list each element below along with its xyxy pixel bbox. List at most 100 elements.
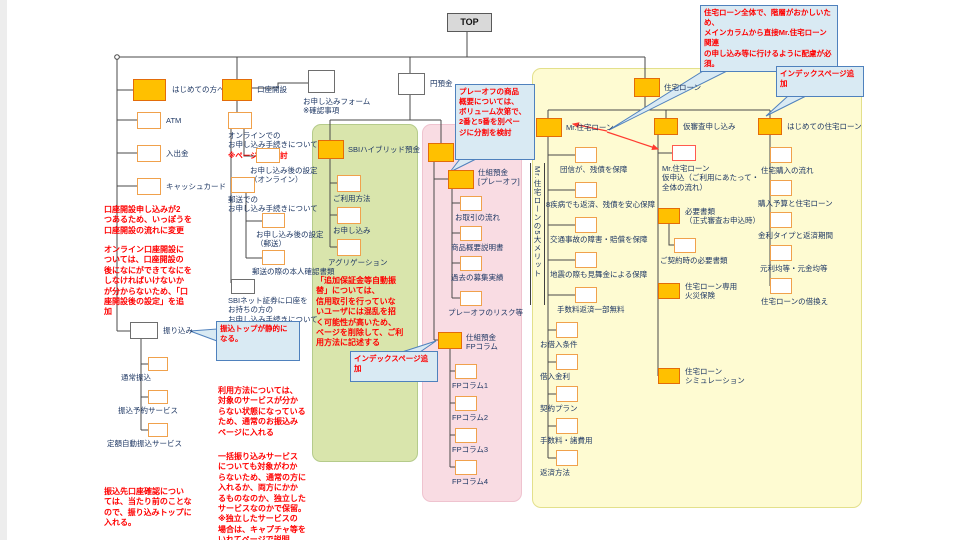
- node-kako-boshu[interactable]: [460, 256, 482, 271]
- node-ganri-kinto[interactable]: [770, 245, 792, 261]
- node-hajimete-jutaku-loan[interactable]: [758, 118, 782, 135]
- node-playoff-risk[interactable]: [460, 291, 482, 306]
- node-fp-column-2[interactable]: [455, 396, 477, 411]
- node-label-sbi-shoken: SBIネット証券に口座を お持ちの方の お申し込み手続きについて: [228, 296, 318, 324]
- note-furikomisaki-kakunin: 振込先口座確認につい ては、当たり前のことな ので、振り込みトップに 入れる。: [104, 487, 192, 528]
- callout-index-add-pink[interactable]: インデックスページ追 加: [350, 351, 438, 382]
- note-kouza-2flows: 口座開設申し込みが2 つあるため、いっぽうを 口座開設の流れに変更: [104, 205, 192, 235]
- node-label-mr-jutaku-loan: Mr.住宅ローン: [566, 123, 614, 132]
- note-riyou-houhou: 利用方法については、 対象のサービスが分か らない状態になっている ため、通常の…: [218, 386, 306, 437]
- node-label-shohin-gaiyou: 商品概要説明書: [451, 243, 504, 252]
- node-label-kari-shinsa: 仮審査申し込み: [683, 122, 736, 131]
- node-shikumi-playoff[interactable]: [448, 170, 474, 189]
- node-label-jutaku-loan: 住宅ローン: [664, 83, 702, 92]
- node-settei-yuso[interactable]: [262, 213, 285, 228]
- callout-furikomi-top[interactable]: 振込トップが静的に なる。: [216, 321, 300, 361]
- node-yen-yokin[interactable]: [398, 73, 425, 95]
- node-mr-kari-moushikomi[interactable]: [672, 145, 696, 161]
- node-danshin-hosho[interactable]: [575, 147, 597, 163]
- node-jutaku-konyu-nagare[interactable]: [770, 147, 792, 163]
- node-yuso-tetsuzuki[interactable]: [231, 177, 255, 193]
- node-shippei-hosho[interactable]: [575, 182, 597, 198]
- node-tsujo-furikomi[interactable]: [148, 357, 168, 371]
- node-label-honnin-kakunin: 郵送の際の本人確認書類: [252, 267, 335, 276]
- node-label-cash-card: キャッシュカード: [166, 182, 226, 191]
- node-tesuryo-shohiyo[interactable]: [556, 418, 578, 434]
- node-label-ganri-kinto: 元利均等・元金均等: [760, 264, 828, 273]
- node-otorihiki-nagare[interactable]: [460, 196, 482, 211]
- node-kinri-type[interactable]: [770, 212, 792, 228]
- node-shohin-gaiyou[interactable]: [460, 226, 482, 241]
- node-label-danshin-hosho: 団信が、残債を保障: [560, 165, 628, 174]
- node-tesuryo-muryo[interactable]: [575, 287, 597, 303]
- node-label-jiko-hosho: 交通事故の障害・賠償を保障: [550, 235, 648, 244]
- node-label-hensai-houhou: 返済方法: [540, 468, 570, 477]
- node-fp-column-4[interactable]: [455, 460, 477, 475]
- node-online-tetsuzuki[interactable]: [228, 112, 252, 129]
- node-keiyaku-shorui[interactable]: [674, 238, 696, 253]
- node-label-playoff-risk: プレーオフのリスク等: [448, 308, 523, 317]
- node-furikomi-yoyaku[interactable]: [148, 390, 168, 404]
- node-jishin-hosho[interactable]: [575, 252, 597, 268]
- node-label-konyu-yosan: 購入予算と住宅ローン: [758, 199, 833, 208]
- node-moushikomi-form[interactable]: [308, 70, 335, 93]
- node-label-yen-yokin: 円預金: [430, 79, 453, 88]
- node-furikomi[interactable]: [130, 322, 158, 339]
- node-hitsuyo-shorui[interactable]: [658, 208, 680, 224]
- node-mr-jutaku-loan[interactable]: [536, 118, 562, 137]
- node-keiyaku-plan[interactable]: [556, 386, 578, 402]
- node-label-teigaku-jido-furikomi: 定額自動振込サービス: [107, 439, 182, 448]
- node-fp-column-1[interactable]: [455, 364, 477, 379]
- node-konyu-yosan[interactable]: [770, 180, 792, 196]
- node-kouza-kaisetsu[interactable]: [222, 79, 252, 101]
- node-kariire-kinri[interactable]: [556, 354, 578, 370]
- node-label-hitsuyo-shorui: 必要書類 （正式審査お申込時）: [685, 207, 760, 226]
- node-label-yuso-tetsuzuki: 郵送での お申し込み手続きについて: [228, 195, 318, 214]
- node-kari-shinsa[interactable]: [654, 118, 678, 135]
- node-label-mr-kari-moushikomi: Mr.住宅ローン 仮申込（ご利用にあたって・ 全体の流れ）: [662, 164, 760, 192]
- node-jutaku-loan[interactable]: [634, 78, 660, 97]
- callout-loan-hierarchy[interactable]: 住宅ローン全体で、階層がおかしいため、 メインカラムから直接Mr.住宅ローン関連…: [700, 5, 838, 72]
- node-omoushikomi[interactable]: [337, 207, 361, 224]
- node-settei-online[interactable]: [256, 148, 280, 163]
- note-online-kouza: オンライン口座開設に ついては、口座開設の 後になにができてなにを しなければい…: [104, 245, 192, 317]
- node-honnin-kakunin[interactable]: [262, 250, 285, 265]
- node-loan-karikae[interactable]: [770, 278, 792, 294]
- node-nyushutsukin[interactable]: [137, 145, 161, 162]
- node-label-atm: ATM: [166, 116, 182, 125]
- node-teigaku-jido-furikomi[interactable]: [148, 423, 168, 437]
- node-label-sbi-hybrid: SBIハイブリッド預金: [348, 145, 420, 154]
- node-goriyou-houhou[interactable]: [337, 175, 361, 192]
- node-kasai-hoken[interactable]: [658, 283, 680, 299]
- callout-playoff-split[interactable]: プレーオフの商品 概要については、 ボリューム次第で、 2番と5番を別ペー ジに…: [455, 84, 535, 160]
- callout-index-add-right[interactable]: インデックスページ追 加: [776, 66, 864, 97]
- node-shikumi-fp-column[interactable]: [438, 332, 462, 349]
- node-sbi-shoken[interactable]: [231, 279, 255, 294]
- node-label-aggregation: アグリゲーション: [328, 258, 388, 267]
- node-hensai-houhou[interactable]: [556, 450, 578, 466]
- node-label-jutaku-konyu-nagare: 住宅購入の流れ: [761, 166, 814, 175]
- node-top[interactable]: TOP: [447, 13, 492, 32]
- node-label-hajimete: はじめての方へ: [172, 85, 225, 94]
- node-label-kinri-type: 金利タイプと返済期間: [758, 231, 833, 240]
- node-label-shippei-hosho: 8疾病でも返済、残債を安心保障: [546, 200, 656, 209]
- node-atm[interactable]: [137, 112, 161, 129]
- node-okariire-joken[interactable]: [556, 322, 578, 338]
- node-label-moushikomi-form: お申し込みフォーム ※確認事項: [303, 97, 371, 116]
- node-label-furikomi-yoyaku: 振込予約サービス: [118, 406, 178, 415]
- node-sbi-hybrid[interactable]: [318, 140, 344, 159]
- node-hajimete[interactable]: [133, 79, 166, 101]
- node-shikumi-yokin[interactable]: [428, 143, 454, 162]
- node-jiko-hosho[interactable]: [575, 217, 597, 233]
- node-cash-card[interactable]: [137, 178, 161, 195]
- node-label-hajimete-jutaku-loan: はじめての住宅ローン: [787, 122, 862, 131]
- node-loan-simulation[interactable]: [658, 368, 680, 384]
- node-aggregation[interactable]: [337, 239, 361, 256]
- node-label-loan-karikae: 住宅ローンの借換え: [761, 297, 829, 306]
- node-label-kasai-hoken: 住宅ローン専用 火災保険: [685, 282, 738, 301]
- node-fp-column-3[interactable]: [455, 428, 477, 443]
- node-label-tsujo-furikomi: 通常振込: [121, 373, 151, 382]
- node-label-otorihiki-nagare: お取引の流れ: [455, 213, 500, 222]
- node-label-online-tetsuzuki: オンラインでの お申し込み手続きについて: [228, 131, 318, 150]
